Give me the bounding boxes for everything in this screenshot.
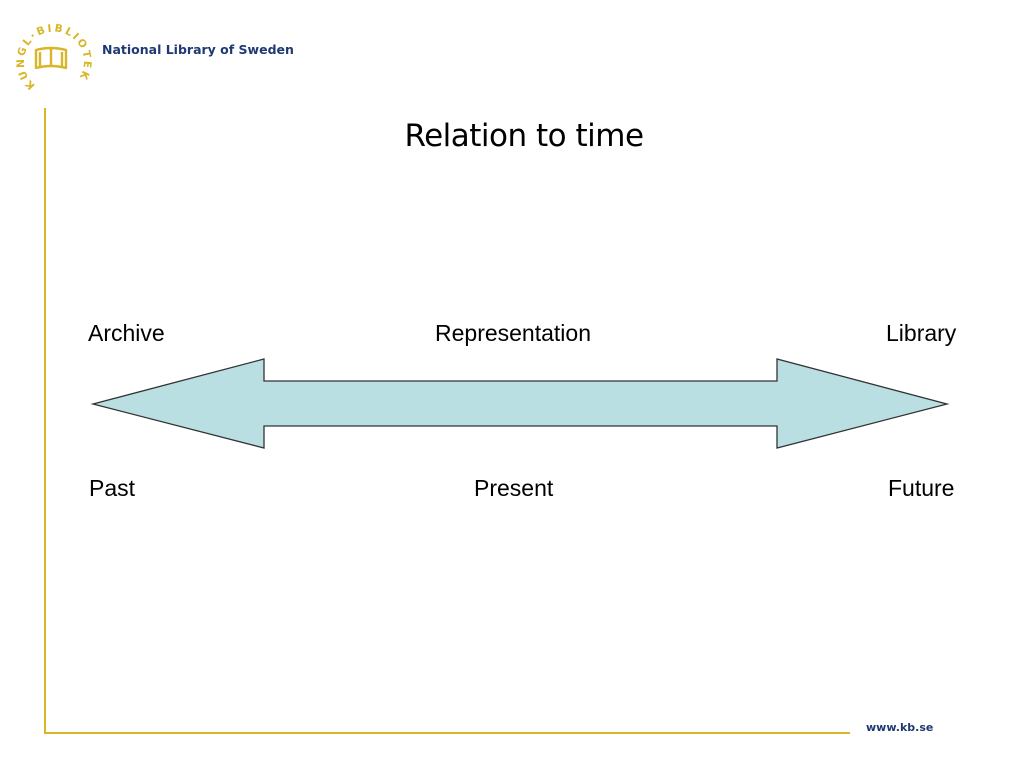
- label-past: Past: [89, 475, 136, 501]
- double-arrow-shape: [90, 358, 950, 449]
- label-archive: Archive: [88, 320, 165, 346]
- label-present: Present: [474, 475, 554, 501]
- slide-title: Relation to time: [404, 118, 644, 154]
- label-representation: Representation: [435, 320, 591, 346]
- library-seal-logo: KUNGL·BIBLIOTEKET·: [6, 14, 91, 92]
- frame-line-horizontal: [44, 732, 850, 734]
- org-name: National Library of Sweden: [102, 42, 294, 57]
- label-library: Library: [886, 320, 957, 346]
- site-url: www.kb.se: [866, 721, 934, 734]
- frame-line-vertical: [44, 108, 46, 734]
- label-future: Future: [888, 475, 955, 501]
